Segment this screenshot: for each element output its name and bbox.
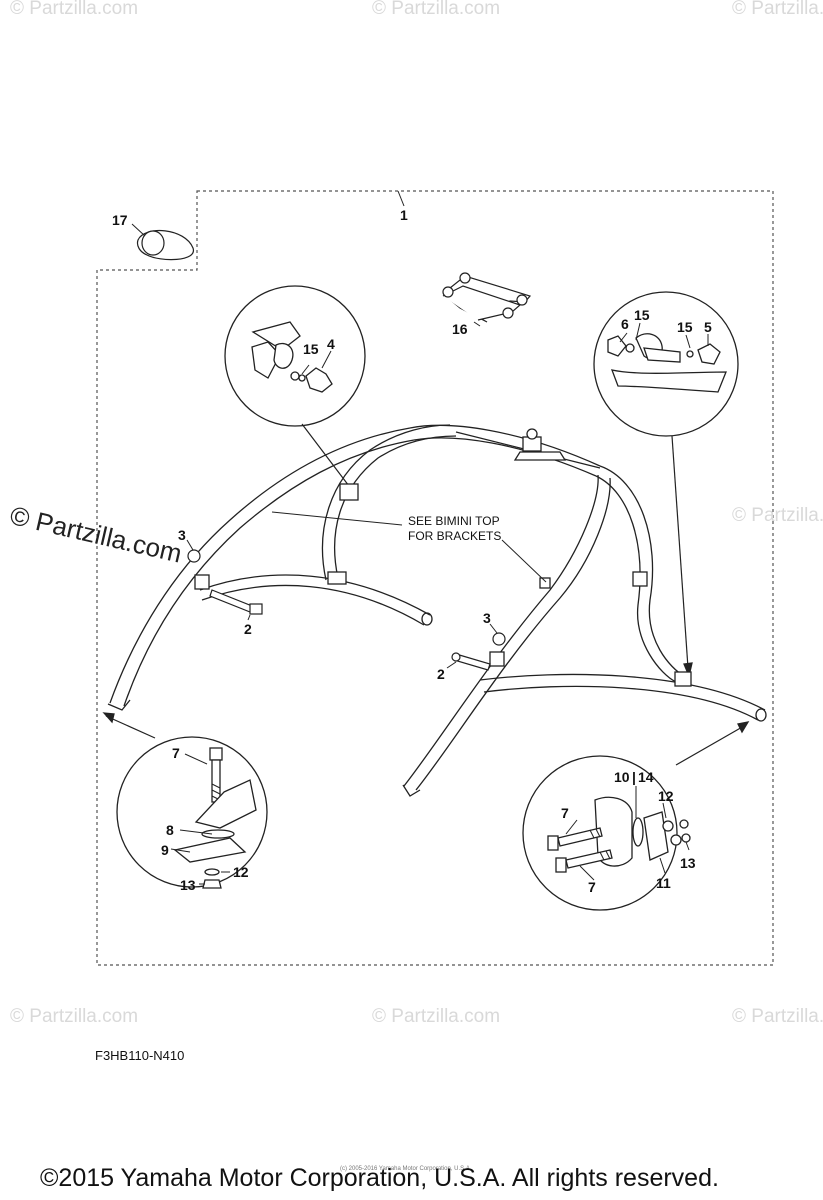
detail-circle-top-left (224, 285, 366, 497)
callout-7: 7 (561, 805, 569, 821)
callout-6: 6 (621, 316, 629, 332)
part-2-bolts (209, 589, 491, 671)
tiny-copyright: (c) 2005-2016 Yamaha Motor Corporation, … (340, 1166, 472, 1172)
bimini-note: SEE BIMINI TOP FOR BRACKETS (408, 514, 501, 544)
watermark: © Partzilla.com (732, 505, 823, 526)
callout-17: 17 (112, 212, 128, 228)
watermark: © Partzilla.com (732, 0, 823, 19)
callout-9: 9 (161, 842, 169, 858)
callout-13: 13 (180, 877, 196, 893)
part-3-nuts (186, 539, 506, 646)
callout-13: 13 (680, 855, 696, 871)
callout-5: 5 (704, 319, 712, 335)
part-17-plug (131, 223, 194, 261)
detail-circle-bottom-right (522, 721, 750, 911)
figure-code: F3HB110-N410 (95, 1048, 185, 1063)
callout-7: 7 (172, 745, 180, 761)
callout-separator: | (632, 769, 636, 785)
detail-circle-top-right (593, 291, 739, 679)
callout-8: 8 (166, 822, 174, 838)
watermark: © Partzilla.com (372, 1006, 501, 1027)
part-16-bracket (442, 272, 532, 327)
assembly-boundary (96, 190, 774, 966)
callout-12: 12 (658, 788, 674, 804)
watermark: © Partzilla.com (10, 1006, 139, 1027)
tower-structure (107, 424, 767, 797)
callout-15: 15 (677, 319, 693, 335)
callout-11: 11 (656, 875, 671, 891)
copyright: ©2015 Yamaha Motor Corporation, U.S.A. A… (40, 1164, 719, 1192)
callout-10: 10 (614, 769, 630, 785)
callout-4: 4 (327, 336, 335, 352)
bimini-note-line1: SEE BIMINI TOP (408, 514, 500, 528)
callout-2: 2 (437, 666, 445, 682)
watermark: © Partzilla.com (372, 0, 501, 19)
callout-1: 1 (400, 207, 408, 223)
callout-7: 7 (588, 879, 596, 895)
callout-16: 16 (452, 321, 468, 337)
callout-3: 3 (178, 527, 186, 543)
detail-circle-bottom-left (102, 712, 268, 889)
watermark: © Partzilla.com (10, 0, 139, 19)
callout-14: 14 (638, 769, 654, 785)
leader-1 (397, 190, 405, 207)
bimini-note-line2: FOR BRACKETS (408, 529, 502, 543)
watermark: © Partzilla.com (732, 1006, 823, 1027)
callout-3: 3 (483, 610, 491, 626)
callout-15: 15 (303, 341, 319, 357)
callout-12: 12 (233, 864, 249, 880)
callout-2: 2 (244, 621, 252, 637)
callout-15: 15 (634, 307, 650, 323)
